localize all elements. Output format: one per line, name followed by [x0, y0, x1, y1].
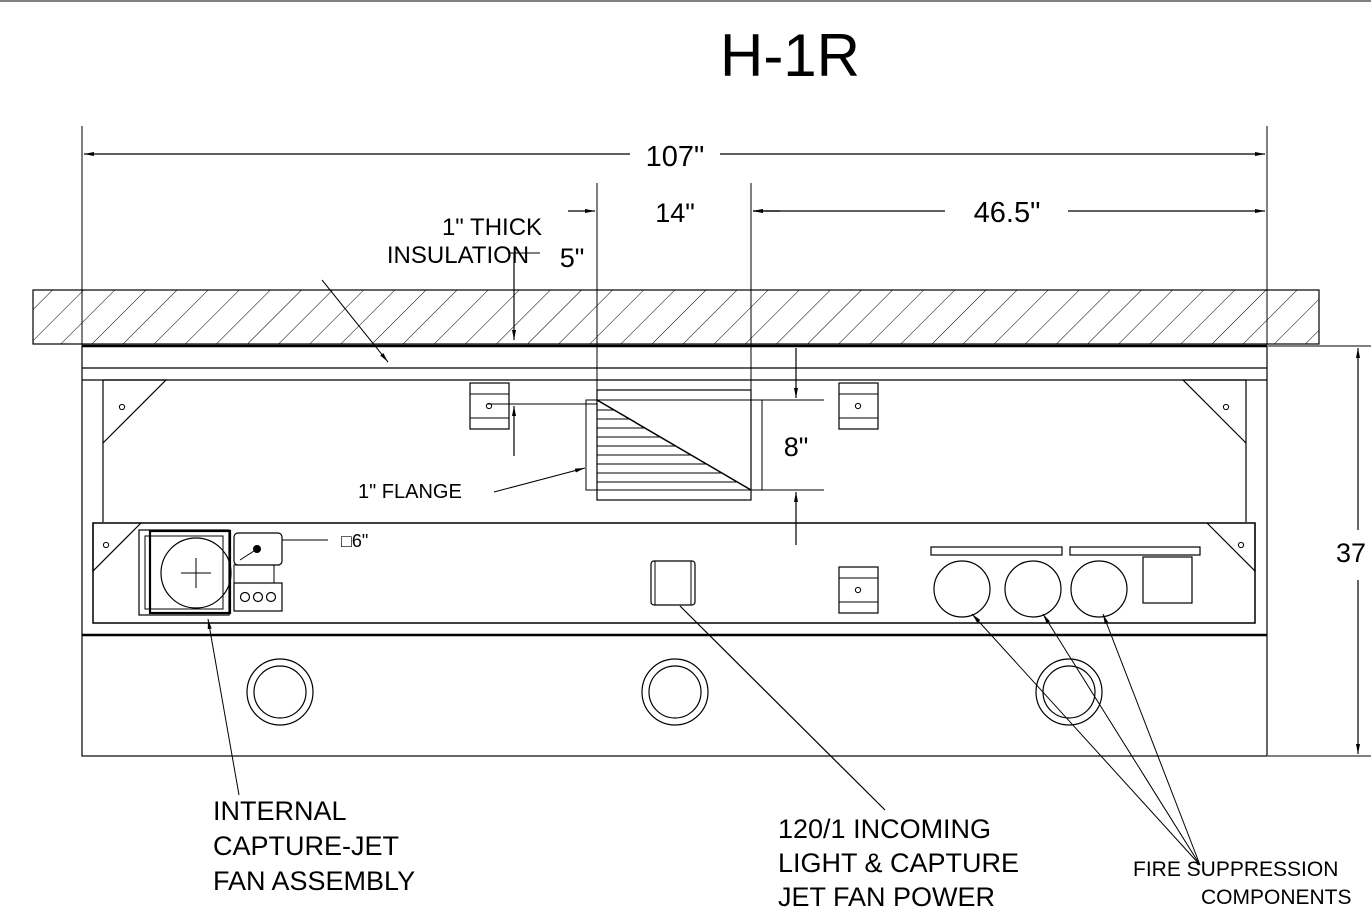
right-width-dimension: 46.5": [753, 197, 1265, 229]
fan-assembly-line1: INTERNAL: [213, 796, 347, 826]
overall-height-dimension: 37: [1268, 345, 1371, 757]
ceiling-hatch: [32, 289, 1320, 345]
fire-line1: FIRE SUPPRESSION: [1133, 858, 1338, 881]
capture-jet-fan: □6": [138, 529, 368, 616]
insulation-label-line1: 1" THICK: [442, 214, 542, 241]
filter-height-dimension: 8": [762, 348, 824, 545]
power-line2: LIGHT & CAPTURE: [778, 848, 1019, 878]
overall-height-label: 37: [1336, 538, 1366, 568]
light-fixture-center: [641, 658, 709, 726]
fan-assembly-line2: CAPTURE-JET: [213, 831, 399, 861]
flange-label: 1" FLANGE: [358, 481, 462, 503]
filter-height-label: 8": [784, 432, 809, 462]
center-width-label: 14": [655, 198, 695, 228]
hood-body: [81, 344, 1268, 757]
power-junction-box: [650, 560, 696, 606]
fan-assembly-label: INTERNAL CAPTURE-JET FAN ASSEMBLY: [213, 796, 415, 896]
fire-line2: COMPONENTS: [1201, 886, 1352, 909]
light-bracket-lower: [838, 566, 879, 614]
fan-assembly-line3: FAN ASSEMBLY: [213, 866, 415, 896]
exhaust-filter: [585, 389, 763, 501]
fire-suppression-components: [930, 546, 1201, 618]
power-label: 120/1 INCOMING LIGHT & CAPTURE JET FAN P…: [778, 814, 1019, 912]
overall-width-dimension: 107": [81, 126, 1268, 345]
insulation-depth-label: 5": [560, 243, 585, 273]
right-width-label: 46.5": [974, 197, 1041, 229]
insulation-label-line2: INSULATION: [387, 242, 529, 269]
filter-flange-dimension: [487, 403, 597, 456]
light-bracket-right: [838, 382, 879, 430]
power-line1: 120/1 INCOMING: [778, 814, 991, 844]
power-line3: JET FAN POWER: [778, 882, 995, 912]
drawing-title: H-1R: [720, 22, 860, 89]
overall-width-label: 107": [646, 141, 705, 173]
light-bracket-left: [469, 382, 510, 430]
light-fixture-left: [246, 658, 314, 726]
insulation-callout: 1" THICK INSULATION 5": [321, 214, 585, 363]
fire-suppression-label: FIRE SUPPRESSION COMPONENTS: [1133, 858, 1352, 909]
fan-size-label: □6": [341, 531, 368, 551]
